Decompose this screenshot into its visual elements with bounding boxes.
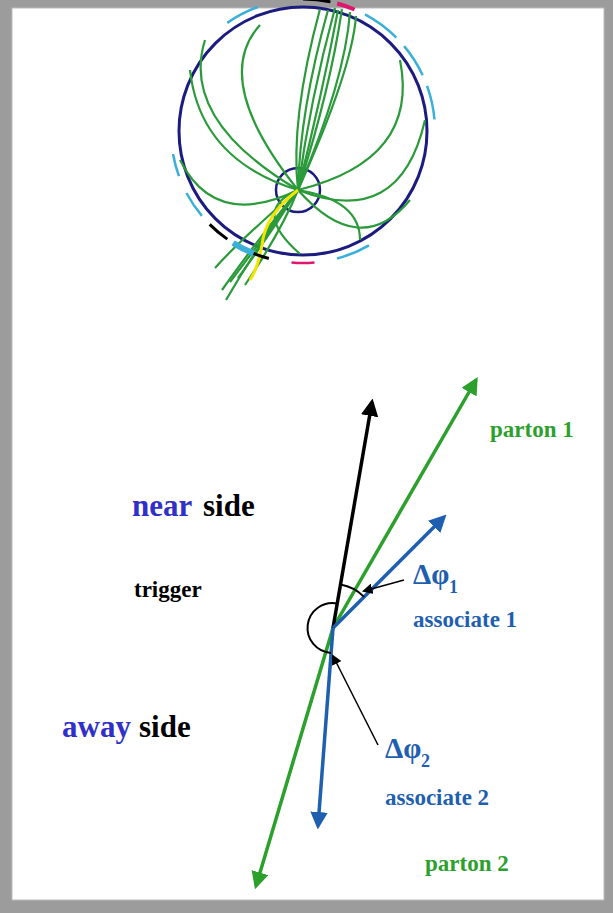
particle-track bbox=[226, 190, 298, 300]
calorimeter-segment bbox=[404, 46, 423, 75]
calorimeter-segment bbox=[173, 154, 179, 176]
particle-track bbox=[298, 12, 350, 190]
angle-subscript: 2 bbox=[421, 752, 430, 770]
white-panel bbox=[12, 8, 604, 900]
associate-2-arrow bbox=[318, 628, 333, 826]
angle-label: Δφ bbox=[413, 560, 449, 589]
calorimeter-segment bbox=[337, 3, 354, 9]
side-label: side bbox=[203, 490, 255, 521]
particle-track bbox=[298, 120, 425, 201]
calorimeter-segment bbox=[233, 243, 254, 253]
particle-track bbox=[298, 190, 410, 228]
event-display bbox=[173, 0, 434, 300]
calorimeter-segment bbox=[303, 0, 330, 2]
calorimeter-segment bbox=[427, 86, 434, 120]
vector-label: associate 1 bbox=[413, 608, 517, 631]
leader-line bbox=[364, 580, 404, 591]
particle-track bbox=[298, 8, 335, 190]
particle-track bbox=[298, 190, 360, 240]
angle-label: Δφ bbox=[385, 734, 421, 763]
calorimeter-segment bbox=[291, 261, 314, 264]
tracks bbox=[180, 8, 425, 300]
side-label: away bbox=[62, 711, 131, 742]
side-label: side bbox=[139, 711, 191, 742]
particle-track bbox=[298, 16, 356, 190]
vector-label: parton 2 bbox=[425, 852, 509, 875]
angle-arc-2 bbox=[308, 603, 338, 653]
vector-label: associate 2 bbox=[385, 786, 489, 809]
particle-track bbox=[242, 25, 298, 190]
parton-2-arrow bbox=[256, 628, 333, 886]
vector-label: parton 1 bbox=[490, 418, 574, 441]
particle-track bbox=[298, 10, 338, 190]
calorimeter-segment bbox=[365, 14, 396, 37]
angle-arc-1 bbox=[341, 585, 365, 597]
calorimeter-segment bbox=[227, 7, 258, 23]
highlighted-track bbox=[250, 190, 298, 280]
calorimeter-segment bbox=[210, 224, 228, 239]
momentum-vectors bbox=[256, 380, 476, 886]
side-label: near bbox=[132, 490, 192, 521]
parton-1-arrow bbox=[333, 380, 476, 628]
vector-label: trigger bbox=[134, 578, 202, 601]
particle-track bbox=[298, 60, 403, 190]
particle-track bbox=[296, 9, 320, 190]
leader-line bbox=[333, 656, 378, 745]
particle-track bbox=[201, 40, 298, 190]
calorimeter-segment bbox=[186, 193, 201, 216]
calorimeter-hits bbox=[173, 0, 434, 263]
detector-outer-circle bbox=[179, 7, 427, 255]
angle-subscript: 1 bbox=[449, 578, 458, 596]
calorimeter-segment bbox=[337, 245, 369, 258]
